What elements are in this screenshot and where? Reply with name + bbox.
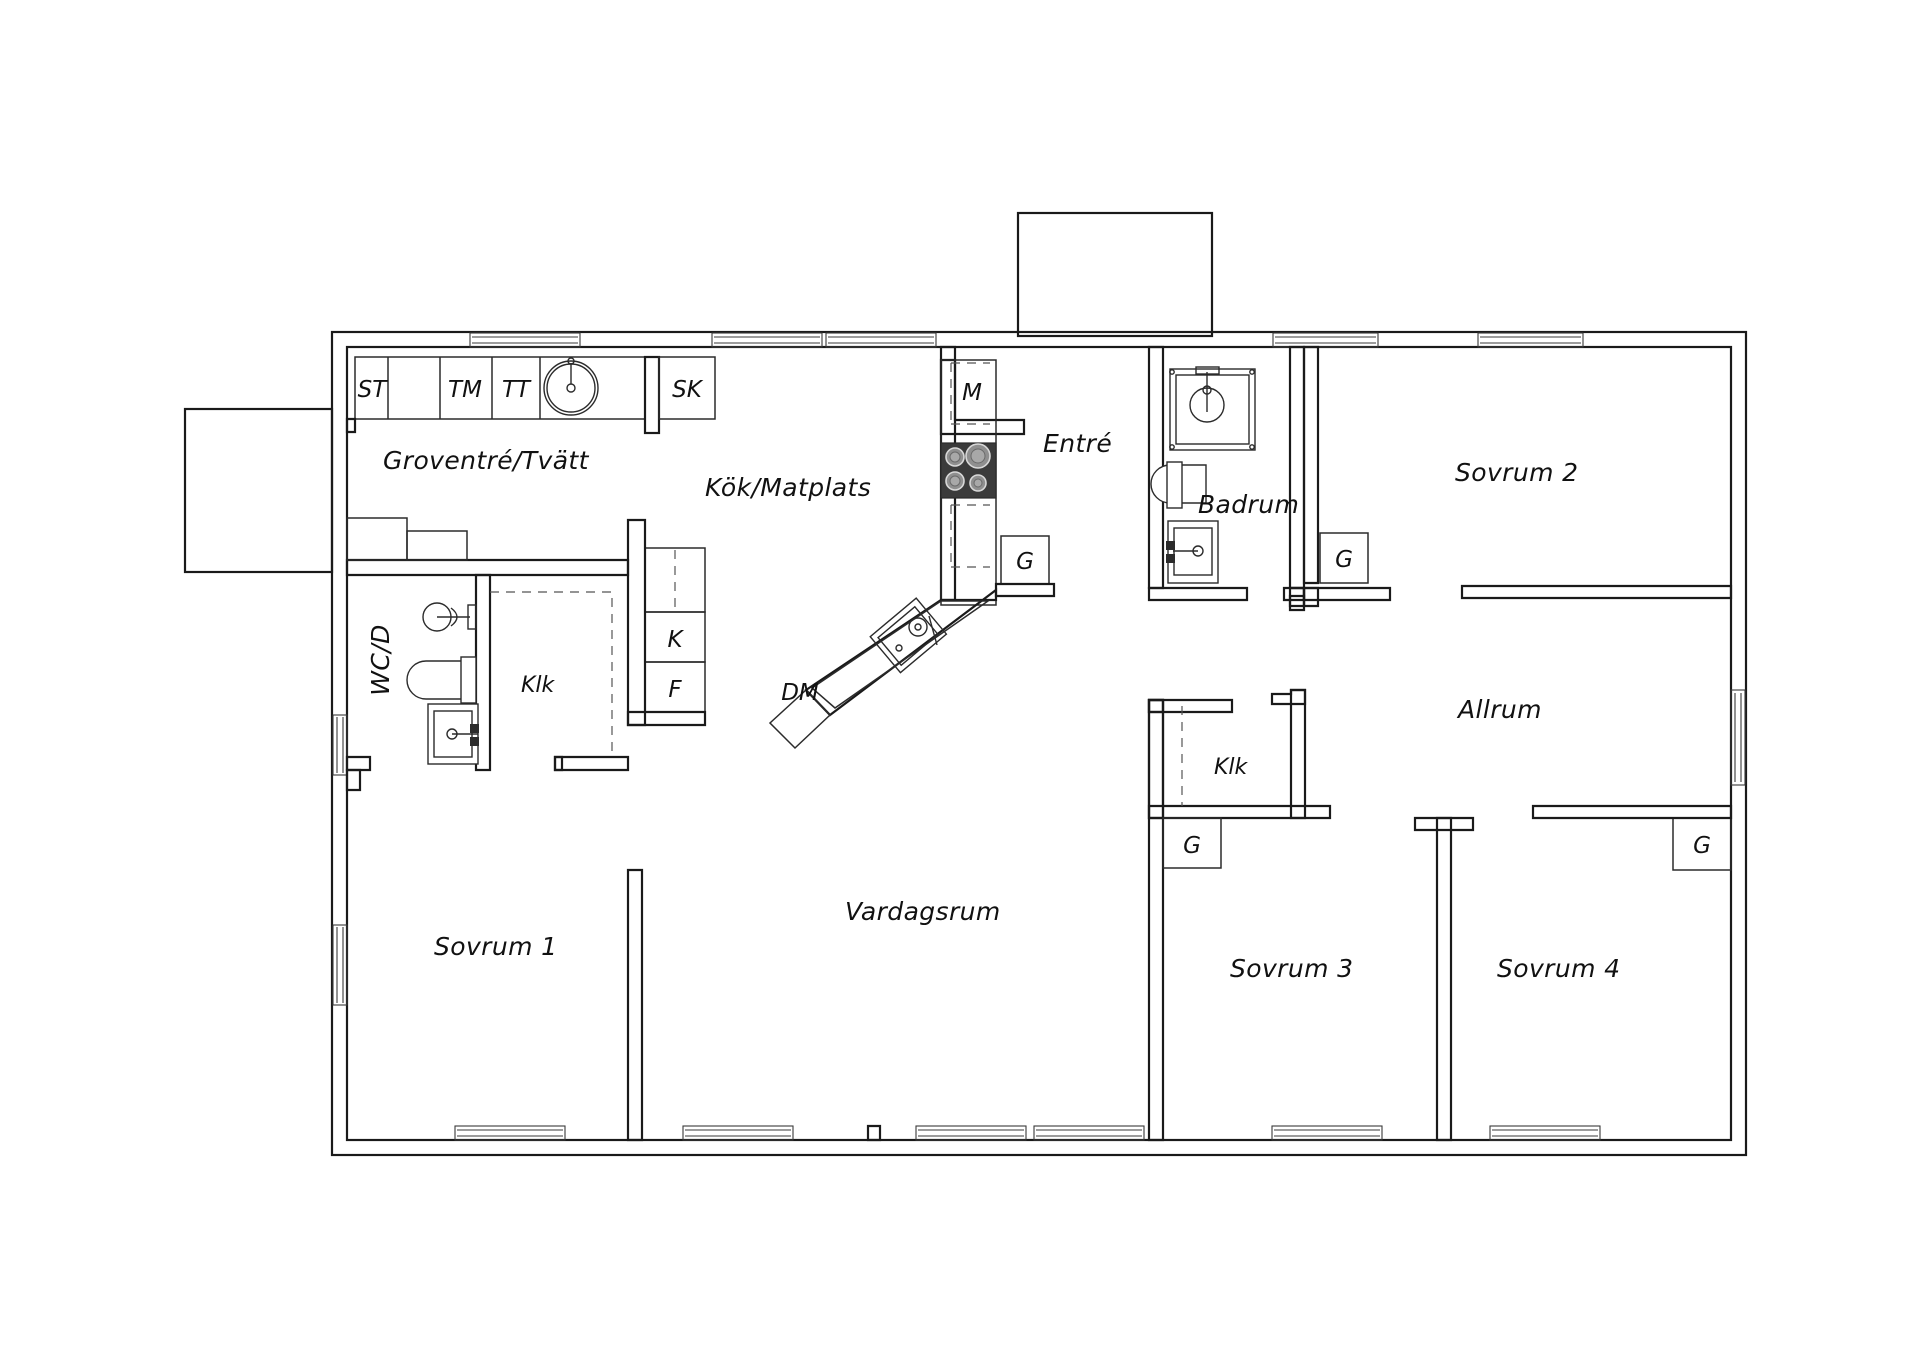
shower-tray-icon	[1169, 366, 1256, 451]
sovrum2-allrum-partition	[1302, 345, 1733, 600]
cabinet-label-tm: TM	[448, 377, 482, 403]
window	[454, 1125, 566, 1141]
room-label-groventre-tvatt: Groventré/Tvätt	[383, 446, 590, 475]
window	[1477, 332, 1584, 348]
window	[682, 1125, 794, 1141]
window	[1489, 1125, 1601, 1141]
room-label-sovrum-2: Sovrum 2	[1455, 458, 1579, 487]
window	[915, 1125, 1027, 1141]
closet-g-kitchen	[994, 535, 1056, 598]
stove-4-burner-icon	[940, 442, 997, 499]
room-label-sovrum-3: Sovrum 3	[1230, 954, 1354, 983]
porch-top	[1016, 211, 1214, 338]
window	[1033, 1125, 1145, 1141]
cabinet-label-dm: DM	[781, 680, 819, 706]
cabinet-label-k: K	[667, 627, 684, 653]
window	[332, 714, 348, 776]
room-label-klk-right: Klk	[1214, 755, 1249, 780]
utility-left-return	[345, 417, 357, 434]
badrum-fixtures	[1150, 366, 1256, 584]
room-label-allrum: Allrum	[1456, 695, 1542, 724]
window	[469, 332, 581, 348]
window	[825, 332, 937, 348]
porch-left	[183, 407, 334, 574]
room-labels: Groventré/Tvätt Kök/Matplats Entré Badru…	[366, 429, 1621, 983]
room-label-vardagsrum: Vardagsrum	[845, 897, 1001, 926]
cabinet-label-sk: SK	[672, 377, 704, 403]
room-label-wc-d: WC/D	[366, 624, 395, 695]
angled-kitchen-counter	[804, 587, 998, 717]
room-label-klk-left: Klk	[521, 673, 556, 698]
cabinet-label-tt: TT	[502, 377, 532, 403]
lower-kitchen-cabinet	[950, 504, 990, 568]
room-label-sovrum-4: Sovrum 4	[1497, 954, 1621, 983]
window	[1730, 689, 1746, 786]
cabinet-labels: ST TM TT SK M K F DM	[358, 377, 982, 706]
dishwasher-box	[768, 688, 832, 750]
room-label-sovrum-1: Sovrum 1	[434, 932, 558, 961]
cabinet-label-f: F	[668, 677, 682, 703]
cabinet-label-st: ST	[358, 377, 389, 403]
closet-label-g-klk: G	[1183, 833, 1201, 859]
window-group-left	[332, 714, 348, 1006]
window	[711, 332, 823, 348]
closet-label-g-badrum: G	[1335, 547, 1353, 573]
sovrum1-partition	[626, 868, 644, 1142]
wc-fixtures	[406, 602, 479, 765]
toilet-icon	[1150, 461, 1207, 509]
cabinet-label-m: M	[962, 380, 982, 406]
klk-right-block	[1147, 688, 1332, 820]
vanity-icon	[427, 703, 479, 765]
room-label-badrum: Badrum	[1198, 490, 1299, 519]
closet-g-allrum	[1531, 804, 1733, 871]
window	[1272, 332, 1379, 348]
sovrum3-4-partition	[1413, 816, 1475, 1142]
toilet-icon	[406, 656, 477, 704]
closet-label-g-kok: G	[1016, 549, 1034, 575]
kitchen-base-cabinets	[626, 518, 707, 727]
round-sink-icon	[543, 357, 599, 416]
klk-left-shelving	[490, 591, 613, 772]
window-group-top	[469, 332, 1584, 348]
utility-cabinet-run	[354, 355, 716, 435]
closet-g-badrum	[1302, 532, 1392, 608]
microwave-cabinet	[950, 362, 990, 425]
vardagsrum-bottom-step	[866, 1124, 882, 1142]
closet-g-klk	[1162, 817, 1222, 869]
window	[332, 924, 348, 1006]
vanity-icon	[1166, 520, 1219, 584]
room-label-entre: Entré	[1043, 429, 1112, 458]
closet-labels: G G G G	[1016, 547, 1711, 859]
double-sink-icon	[869, 597, 948, 674]
vardagsrum-right-wall	[1147, 698, 1165, 1142]
wall-basin-icon	[422, 602, 477, 632]
room-label-kok-matplats: Kök/Matplats	[705, 473, 871, 502]
closet-label-g-allrum: G	[1693, 833, 1711, 859]
window-group-right	[1730, 689, 1746, 786]
window-group-bottom	[454, 1125, 1601, 1141]
window	[1271, 1125, 1383, 1141]
